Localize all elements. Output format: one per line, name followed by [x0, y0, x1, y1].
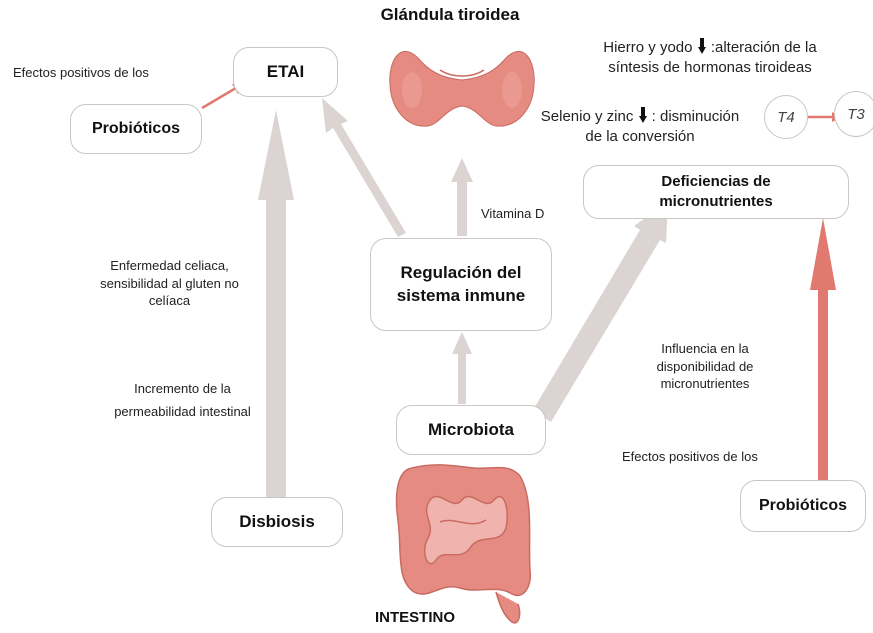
- hierro-line1-a: Hierro y yodo: [603, 39, 692, 56]
- hierro-line2: síntesis de hormonas tiroideas: [560, 58, 860, 78]
- regulacion-box: Regulación del sistema inmune: [370, 238, 552, 331]
- thyroid-gland-image: [390, 51, 534, 126]
- vitamina-d-label: Vitamina D: [481, 205, 544, 223]
- arrow-probioticos-etai: [202, 88, 236, 108]
- t3-circle: T3: [834, 91, 873, 137]
- etai-box: ETAI: [233, 47, 338, 97]
- selenio-line1-b: : disminución: [652, 108, 740, 125]
- probioticos-left-box: Probióticos: [70, 104, 202, 154]
- celiaca-line1: Enfermedad celiaca,: [62, 257, 277, 275]
- down-arrow-icon: [698, 38, 706, 54]
- deficiencias-line2: micronutrientes: [659, 192, 772, 212]
- regulacion-line1: Regulación del: [401, 262, 522, 285]
- arrow-microbiota-regulacion: [452, 332, 472, 404]
- influencia-line1: Influencia en la: [620, 340, 790, 358]
- intestino-label: INTESTINO: [360, 608, 470, 628]
- down-arrow-icon: [639, 107, 647, 123]
- arrow-regulacion-etai: [322, 98, 406, 237]
- hierro-line1-b: :alteración de la: [711, 39, 817, 56]
- probioticos-right-box: Probióticos: [740, 480, 866, 532]
- arrow-probioticos-deficiencias: [810, 218, 836, 482]
- disbiosis-box: Disbiosis: [211, 497, 343, 547]
- permeabilidad-line2: permeabilidad intestinal: [85, 400, 280, 423]
- celiaca-line3: celíaca: [62, 292, 277, 310]
- influencia-line2: disponibilidad de: [620, 358, 790, 376]
- selenio-line2: de la conversión: [525, 127, 755, 147]
- celiaca-label: Enfermedad celiaca, sensibilidad al glut…: [62, 257, 277, 310]
- hierro-yodo-label: Hierro y yodo :alteración de la síntesis…: [560, 38, 860, 79]
- selenio-zinc-label: Selenio y zinc : disminución de la conve…: [525, 107, 755, 148]
- deficiencias-line1: Deficiencias de: [661, 172, 770, 192]
- t4-circle: T4: [764, 95, 808, 139]
- influencia-label: Influencia en la disponibilidad de micro…: [620, 340, 790, 393]
- intestine-image: [397, 465, 531, 623]
- microbiota-box: Microbiota: [396, 405, 546, 455]
- efectos-bottom-label: Efectos positivos de los: [622, 448, 758, 466]
- deficiencias-box: Deficiencias de micronutrientes: [583, 165, 849, 219]
- thyroid-title: Glándula tiroidea: [350, 4, 550, 27]
- permeabilidad-label: Incremento de la permeabilidad intestina…: [85, 377, 280, 424]
- arrow-vitamina-d: [451, 158, 473, 236]
- influencia-line3: micronutrientes: [620, 375, 790, 393]
- regulacion-line2: sistema inmune: [397, 285, 526, 308]
- permeabilidad-line1: Incremento de la: [85, 377, 280, 400]
- celiaca-line2: sensibilidad al gluten no: [62, 275, 277, 293]
- efectos-top-label: Efectos positivos de los: [13, 64, 149, 82]
- selenio-line1-a: Selenio y zinc: [541, 108, 634, 125]
